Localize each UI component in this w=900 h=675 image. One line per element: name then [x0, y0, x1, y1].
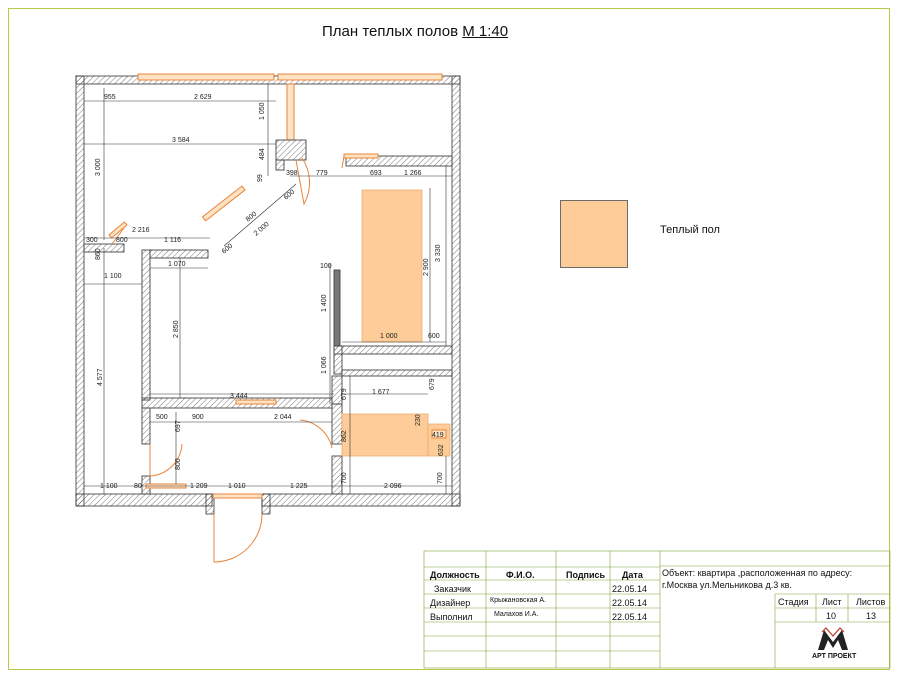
dim-label: 99 [257, 174, 264, 182]
tb-object-line1: Объект: квартира ,расположенная по адрес… [662, 568, 853, 578]
windows [137, 73, 443, 141]
dim-label: 4 577 [97, 368, 104, 386]
dim-label: 500 [156, 414, 168, 421]
dim-label: 1 000 [380, 333, 398, 340]
tb-object-line2: г.Москва ул.Мельникова д.3 кв. [662, 580, 792, 590]
tb-sheets-value: 13 [866, 611, 877, 621]
plan-title-text: План теплых полов [322, 23, 459, 40]
tb-sheets-header: Листов [856, 597, 886, 607]
dim-label: 3 584 [172, 137, 190, 144]
dim-label: 2 629 [194, 94, 212, 101]
tb-header-name: Ф.И.О. [506, 570, 535, 580]
company-name: АРТ ПРОЕКТ [812, 653, 857, 660]
dim-label: 1 050 [259, 102, 266, 120]
dim-label: 693 [370, 170, 382, 177]
dim-label: 484 [259, 148, 266, 160]
dim-label: 1 010 [228, 483, 246, 490]
dim-label: 100 [320, 263, 332, 270]
dim-label: 860 [95, 248, 102, 260]
dim-label: 2 000 [253, 221, 271, 238]
dim-label: 697 [175, 420, 182, 432]
tb-row-name: Малахов И.А. [494, 611, 539, 618]
dim-label: 679 [341, 388, 348, 400]
plan-scale: М 1:40 [462, 23, 509, 40]
dim-label: 2 044 [274, 414, 292, 421]
tb-sheet-value: 10 [826, 611, 837, 621]
dim-label: 2 850 [173, 320, 180, 338]
tb-row-role: Дизайнер [430, 598, 471, 608]
dim-label: 632 [438, 444, 445, 456]
tb-header-date: Дата [622, 570, 643, 580]
legend-swatch [560, 200, 628, 268]
dim-label: 3 000 [95, 158, 102, 176]
dim-label: 2 900 [423, 258, 430, 276]
tb-row-date: 22.05.14 [612, 598, 648, 608]
outer-walls [75, 75, 461, 515]
heated-floor-zones [341, 189, 451, 457]
dim-label: 1 066 [321, 356, 328, 374]
tb-stage-header: Стадия [778, 597, 809, 607]
dim-label: 800 [245, 211, 259, 224]
dim-label: 700 [437, 472, 444, 484]
dim-label: 600 [283, 189, 297, 202]
dimension-lines [84, 84, 452, 494]
tb-row-name: Крыжановская А. [490, 597, 546, 604]
dim-label: 230 [415, 414, 422, 426]
dim-label: 1 225 [290, 483, 308, 490]
dim-label: 1 266 [404, 170, 422, 177]
dim-label: 1 100 [100, 483, 118, 490]
sheet-frame [8, 8, 890, 670]
dim-label: 1 100 [104, 273, 122, 280]
dim-label: 1 677 [372, 389, 390, 396]
doors [108, 153, 447, 563]
tb-header-role: Должность [430, 570, 480, 580]
dim-label: 80 [134, 483, 142, 490]
dim-label: 1 070 [168, 261, 186, 268]
dim-label: 900 [192, 414, 204, 421]
heated-floor-zone-bath [341, 413, 429, 457]
tb-row-role: Выполнил [430, 612, 473, 622]
tb-row-date: 22.05.14 [612, 584, 648, 594]
dim-label: 398 [286, 170, 298, 177]
company-logo [818, 627, 848, 650]
dimension-labels: 955 2 629 1 050 3 584 484 99 398 779 693… [86, 94, 445, 490]
tb-row-date: 22.05.14 [612, 612, 648, 622]
dim-label: 3 330 [435, 244, 442, 262]
dim-label: 3 444 [230, 393, 248, 400]
dim-label: 600 [221, 243, 235, 256]
dim-label: 600 [428, 333, 440, 340]
tb-header-sign: Подпись [566, 570, 606, 580]
dim-label: 2 096 [384, 483, 402, 490]
dim-label: 2 216 [132, 227, 150, 234]
title-block-grid [423, 550, 891, 669]
dim-label: 300 [86, 237, 98, 244]
dim-label: 1 209 [190, 483, 208, 490]
heated-floor-zone-kitchen [361, 189, 423, 343]
legend-label: Теплый пол [660, 224, 720, 236]
dim-label: 1 116 [164, 237, 181, 244]
dim-label: 800 [116, 237, 128, 244]
dim-label: 800 [175, 458, 182, 470]
plan-title: План теплых полов М 1:40 [322, 23, 508, 40]
tb-row-role: Заказчик [434, 584, 471, 594]
dim-label: 679 [429, 378, 436, 390]
dim-label: 700 [341, 472, 348, 484]
dim-label: 1 400 [321, 294, 328, 312]
dim-label: 419 [432, 432, 444, 439]
dim-label: 955 [104, 94, 116, 101]
tb-sheet-header: Лист [822, 597, 842, 607]
dim-label: 779 [316, 170, 328, 177]
dim-label: 862 [341, 430, 348, 442]
